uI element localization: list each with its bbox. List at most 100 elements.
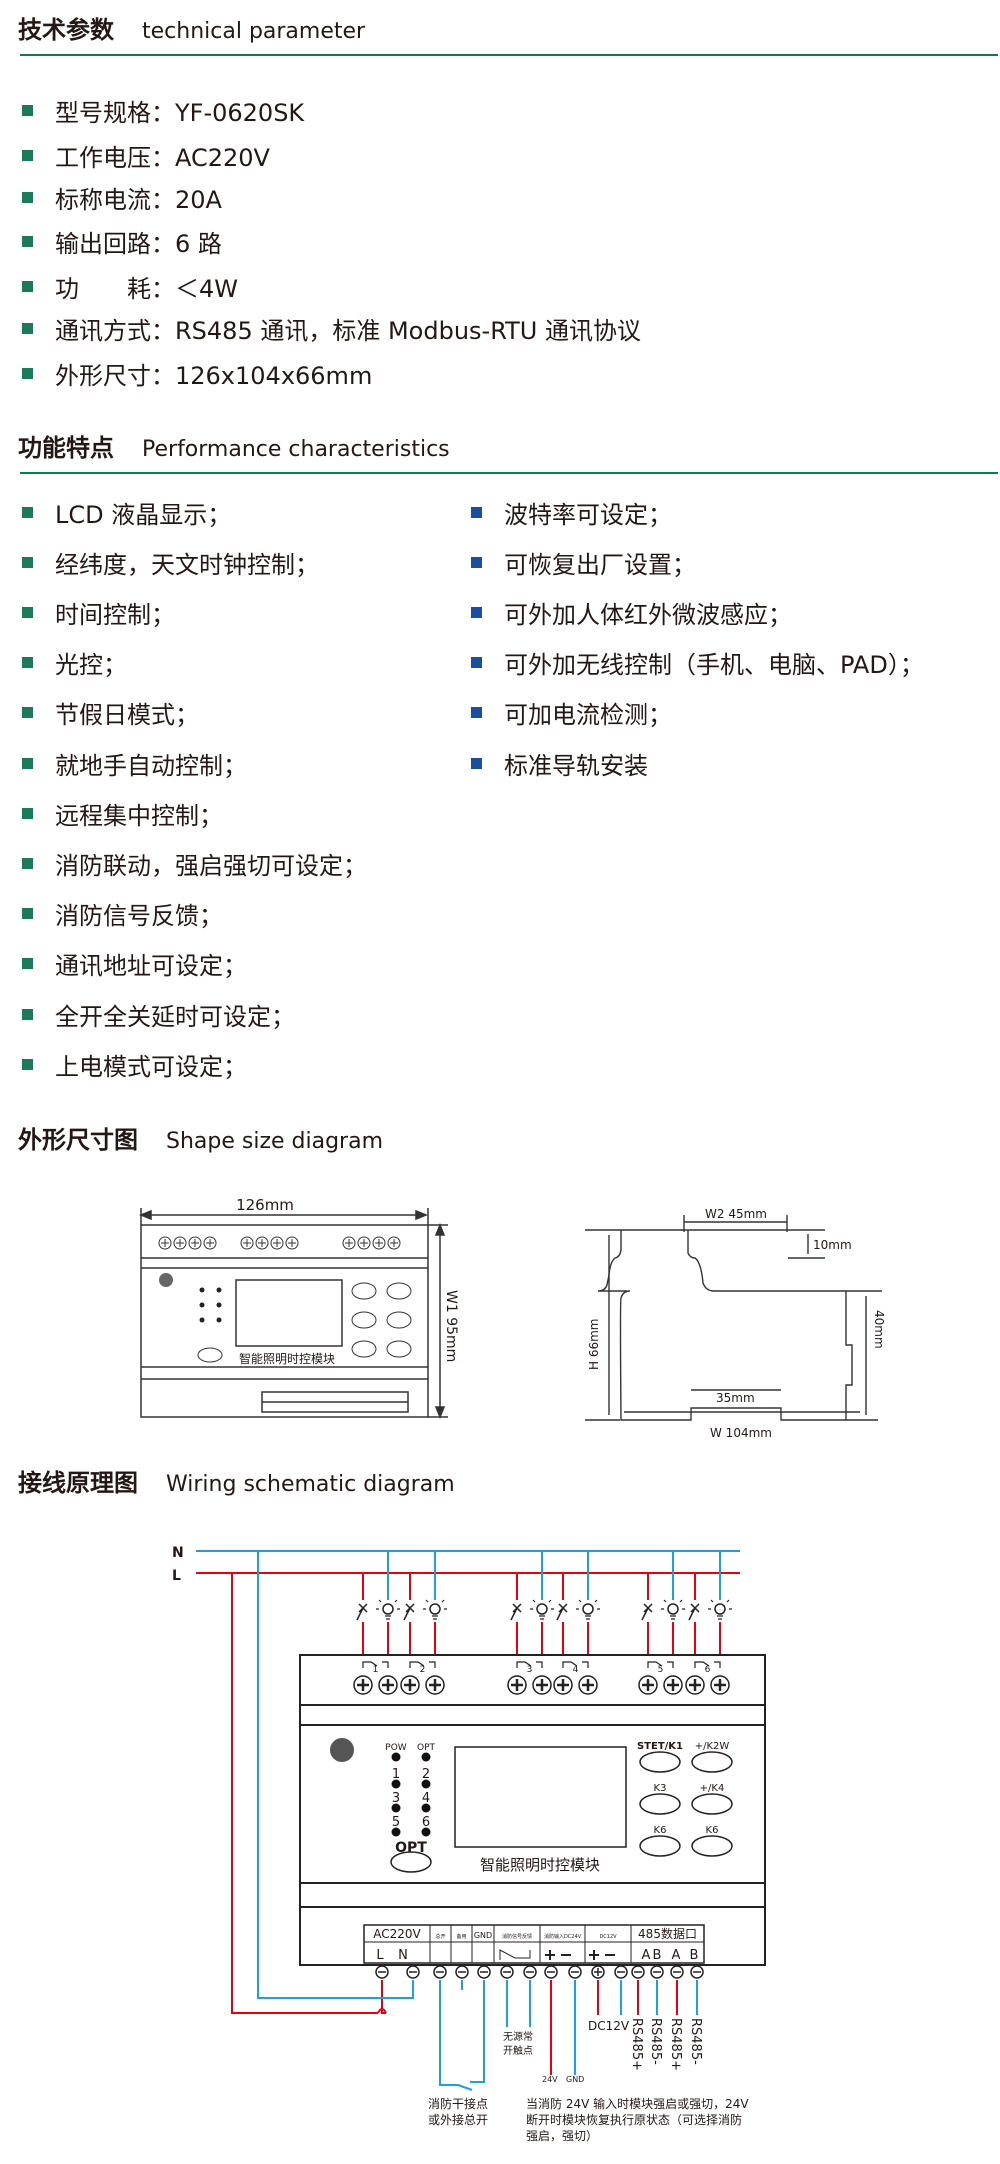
terminal-heading: AC220V xyxy=(373,1927,421,1941)
heading-en: Wiring schematic diagram xyxy=(166,1472,455,1497)
n-label: N xyxy=(172,1545,184,1561)
led-label: POW xyxy=(385,1743,407,1753)
feature-item: 消防联动，强启强切可设定； xyxy=(22,846,367,880)
switch-icon xyxy=(556,1603,568,1621)
side-view-diagram: W2 45mm 10mm H 66mm 40mm 35mm W 104mm xyxy=(585,1207,886,1440)
terminal-screw-icon xyxy=(544,1965,558,1979)
item-text: 消防信号反馈； xyxy=(55,902,223,931)
button-label: STET/K1 xyxy=(637,1741,683,1752)
terminal-screw-icon xyxy=(710,1675,730,1695)
terminal-heading: GND xyxy=(474,1931,492,1940)
item-text: 可外加无线控制（手机、电脑、PAD）； xyxy=(504,651,924,680)
bullet-icon xyxy=(22,235,33,247)
feature-item: 波特率可设定； xyxy=(471,495,672,529)
bullet-icon xyxy=(22,367,33,379)
item-text: 工作电压：AC220V xyxy=(55,143,270,172)
feature-item: 时间控制； xyxy=(22,595,175,629)
led-indicator xyxy=(391,1827,401,1837)
heading-en: technical parameter xyxy=(142,19,366,44)
led-label: OPT xyxy=(417,1743,436,1753)
led-label: 5 xyxy=(392,1815,400,1830)
rs485-label: RS485- xyxy=(688,2018,703,2065)
terminal-sub-label: A xyxy=(672,1948,681,1963)
led-label: 3 xyxy=(392,1791,400,1806)
switch-icon xyxy=(356,1603,368,1621)
opt-button[interactable] xyxy=(390,1851,432,1873)
item-text: 功 耗：＜4W xyxy=(55,274,238,303)
bullet-icon xyxy=(22,757,33,769)
bullet-icon xyxy=(471,757,482,769)
item-text: 通讯方式：RS485 通讯，标准 Modbus-RTU 通讯协议 xyxy=(55,316,641,345)
terminal-screw-icon xyxy=(433,1965,447,1979)
feature-item: 经纬度，天文时钟控制； xyxy=(22,545,319,579)
rail-label: 40mm xyxy=(872,1310,886,1349)
feature-item: LCD 液晶显示； xyxy=(22,495,231,529)
terminal-screw-icon xyxy=(523,1965,537,1979)
switch-icon xyxy=(688,1603,700,1621)
terminal-screw-icon xyxy=(568,1965,582,1979)
l-label: L xyxy=(172,1568,181,1584)
switch-icon xyxy=(403,1603,415,1621)
heading-cn: 技术参数 xyxy=(18,16,114,44)
channel-number: 6 xyxy=(705,1665,711,1675)
terminal-screw-icon xyxy=(507,1675,527,1695)
feature-item: 标准导轨安装 xyxy=(471,746,648,780)
led-indicator xyxy=(421,1752,431,1762)
key-button[interactable] xyxy=(639,1793,681,1815)
bullet-icon xyxy=(22,1008,33,1020)
bullet-icon xyxy=(22,104,33,116)
button-label: +/K4 xyxy=(700,1783,725,1794)
channel-number: 4 xyxy=(573,1665,579,1675)
bullet-icon xyxy=(22,1058,33,1070)
led-label: 1 xyxy=(392,1767,400,1782)
feature-item: 可外加无线控制（手机、电脑、PAD）； xyxy=(471,646,924,680)
spec-item: 通讯方式：RS485 通讯，标准 Modbus-RTU 通讯协议 xyxy=(22,311,641,345)
item-text: LCD 液晶显示； xyxy=(55,500,232,529)
key-button[interactable] xyxy=(639,1751,681,1773)
key-button[interactable] xyxy=(691,1835,733,1857)
lamp-icon xyxy=(708,1599,732,1620)
button-label: K3 xyxy=(654,1783,667,1794)
bullet-icon xyxy=(22,908,33,920)
channel-number: 5 xyxy=(658,1665,664,1675)
terminal-heading: DC12V xyxy=(599,1934,617,1940)
item-text: 可恢复出厂设置； xyxy=(504,550,696,579)
led-indicator xyxy=(421,1827,431,1837)
bullet-icon xyxy=(471,707,482,719)
fire-note: 强启，强切） xyxy=(526,2129,598,2143)
key-button[interactable] xyxy=(691,1793,733,1815)
module-name: 智能照明时控模块 xyxy=(480,1856,600,1874)
led-label: 2 xyxy=(422,1767,430,1782)
item-text: 消防联动，强启强切可设定； xyxy=(55,851,367,880)
item-text: 标准导轨安装 xyxy=(504,751,648,780)
24v-label: 24V xyxy=(542,2075,558,2084)
terminal-screw-icon xyxy=(532,1675,552,1695)
divider xyxy=(20,472,998,474)
terminal-sub-label: N xyxy=(398,1948,408,1963)
feature-item: 可加电流检测； xyxy=(471,696,672,730)
key-button[interactable] xyxy=(639,1835,681,1857)
terminal-screw-icon xyxy=(650,1965,664,1979)
bullet-icon xyxy=(471,506,482,518)
item-text: 标称电流：20A xyxy=(55,185,222,214)
lcd-screen xyxy=(454,1746,627,1848)
bullet-icon xyxy=(471,657,482,669)
led-indicator xyxy=(391,1779,401,1789)
terminal-heading: 消防信号反馈 xyxy=(502,1933,532,1940)
channel-number: 2 xyxy=(420,1665,426,1675)
item-text: 可加电流检测； xyxy=(504,701,672,730)
terminal-screw-icon xyxy=(500,1965,514,1979)
bullet-icon xyxy=(22,857,33,869)
terminal-screw-icon xyxy=(400,1675,420,1695)
key-button[interactable] xyxy=(691,1751,733,1773)
heading-cn: 接线原理图 xyxy=(18,1469,138,1497)
button-label: K6 xyxy=(654,1825,667,1836)
bullet-icon xyxy=(22,556,33,568)
terminal-screw-icon xyxy=(631,1965,645,1979)
terminal-screw-icon xyxy=(425,1675,445,1695)
lamp-icon xyxy=(530,1599,554,1620)
bullet-icon xyxy=(22,149,33,161)
item-text: 外形尺寸：126x104x66mm xyxy=(55,361,373,390)
